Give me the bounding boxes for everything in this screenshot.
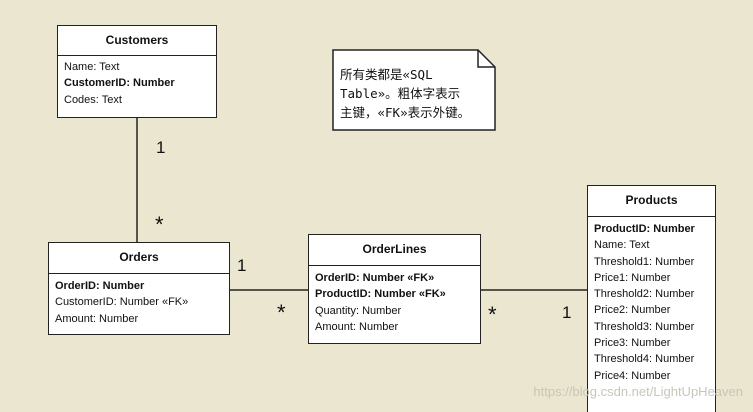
note-fold bbox=[477, 50, 495, 68]
note-shape bbox=[332, 49, 496, 131]
multiplicity-products-side: 1 bbox=[562, 303, 572, 322]
attribute-primary-key: OrderID: Number bbox=[55, 280, 145, 292]
multiplicity-orderlines-side: * bbox=[277, 300, 286, 325]
multiplicity-orders-end: * bbox=[155, 212, 164, 237]
attribute: Amount: Number bbox=[55, 312, 139, 325]
entity-customers-title: Customers bbox=[58, 26, 216, 56]
note-line: Table»。粗体字表示 bbox=[340, 86, 461, 101]
entity-orderlines-attributes: OrderID: Number «FK» ProductID: Number «… bbox=[309, 266, 480, 335]
attribute: Name: Text bbox=[594, 239, 650, 252]
attribute-primary-key: ProductID: Number bbox=[594, 223, 695, 235]
multiplicity-customers-end: 1 bbox=[156, 138, 166, 157]
attribute: Price4: Number bbox=[594, 369, 671, 382]
attribute: Amount: Number bbox=[315, 320, 399, 333]
entity-products-title: Products bbox=[588, 186, 715, 217]
entity-products[interactable]: Products ProductID: Number Name: Text Th… bbox=[587, 185, 716, 412]
attribute: Threshold1: Number bbox=[594, 255, 695, 268]
note-line: 主键，«FK»表示外键。 bbox=[340, 105, 471, 120]
attribute: Price1: Number bbox=[594, 271, 671, 284]
entity-orders-title: Orders bbox=[49, 243, 229, 274]
attribute: Codes: Text bbox=[64, 93, 122, 106]
multiplicity-orders-side: 1 bbox=[237, 256, 247, 275]
attribute: Quantity: Number bbox=[315, 304, 402, 317]
attribute: CustomerID: Number «FK» bbox=[55, 296, 189, 309]
entity-customers[interactable]: Customers Name: Text CustomerID: Number … bbox=[57, 25, 217, 118]
entity-orderlines-title: OrderLines bbox=[309, 235, 480, 266]
attribute: Price2: Number bbox=[594, 304, 671, 317]
watermark: https://blog.csdn.net/LightUpHeaven bbox=[533, 384, 743, 399]
entity-orders[interactable]: Orders OrderID: Number CustomerID: Numbe… bbox=[48, 242, 230, 335]
attribute: Threshold3: Number bbox=[594, 320, 695, 333]
attribute: Threshold4: Number bbox=[594, 353, 695, 366]
note-line: 所有类都是«SQL bbox=[340, 67, 433, 82]
entity-products-attributes: ProductID: Number Name: Text Threshold1:… bbox=[588, 217, 715, 384]
attribute: Threshold2: Number bbox=[594, 288, 695, 301]
attribute: Name: Text bbox=[64, 61, 120, 73]
attribute-primary-key: CustomerID: Number bbox=[64, 77, 175, 90]
attribute: Price3: Number bbox=[594, 337, 671, 350]
multiplicity-orderlines-products-side: * bbox=[488, 302, 497, 327]
entity-customers-attributes: Name: Text CustomerID: Number Codes: Tex… bbox=[58, 56, 216, 108]
attribute-foreign-key: OrderID: Number «FK» bbox=[315, 272, 435, 284]
note-text: 所有类都是«SQL Table»。粗体字表示 主键，«FK»表示外键。 bbox=[340, 65, 500, 122]
entity-orderlines[interactable]: OrderLines OrderID: Number «FK» ProductI… bbox=[308, 234, 481, 344]
entity-orders-attributes: OrderID: Number CustomerID: Number «FK» … bbox=[49, 274, 229, 327]
attribute-foreign-key: ProductID: Number «FK» bbox=[315, 288, 446, 301]
